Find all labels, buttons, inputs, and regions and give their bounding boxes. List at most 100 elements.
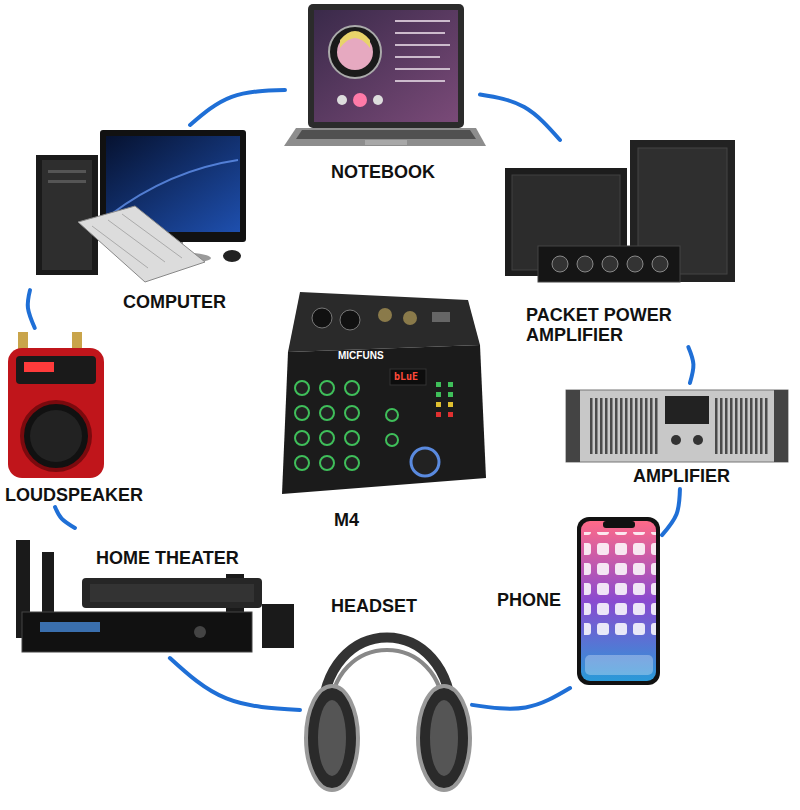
desktop-computer-illustration-part [223, 250, 241, 262]
mixer-illustration-part [295, 406, 309, 420]
loudspeaker-illustration-part [72, 332, 82, 350]
mixer-illustration-part [340, 310, 360, 330]
home-theater-illustration-part [262, 604, 294, 648]
phone-illustration-part [603, 521, 635, 528]
ring-connector [688, 347, 693, 383]
device-caption: HEADSET [330, 596, 418, 616]
desktop-computer-illustration-part [78, 206, 205, 282]
device-caption: AMPLIFIER [632, 466, 731, 486]
home-theater-illustration-part [82, 578, 262, 608]
ring-connector [480, 95, 560, 141]
speakers-and-amp-illustration-part [627, 256, 643, 272]
home-theater-illustration-part [194, 626, 206, 638]
mixer-illustration-part [386, 434, 398, 446]
device-node: LOUDSPEAKER [2, 328, 158, 507]
mixer-illustration-part [448, 382, 453, 387]
phone-illustration [577, 517, 660, 685]
laptop-illustration-part [395, 44, 450, 46]
device-print: bLuE [394, 371, 418, 382]
ring-connector [662, 489, 680, 535]
mixer-illustration-part [295, 381, 309, 395]
laptop-illustration-part [365, 140, 407, 145]
laptop-illustration-part [329, 26, 381, 78]
speakers-and-amp-illustration-part [652, 256, 668, 272]
rack-amplifier-illustration-part [566, 390, 580, 462]
home-theater-illustration-part [90, 584, 254, 602]
laptop-illustration-part [395, 68, 450, 70]
mixer-illustration-part [345, 381, 359, 395]
rack-amplifier-illustration-part [774, 390, 788, 462]
mixer-illustration-part [403, 311, 417, 325]
device-node: AMPLIFIER [560, 383, 792, 489]
mixer-illustration-part [320, 406, 334, 420]
desktop-computer-illustration-part [108, 220, 165, 262]
mixer-illustration-part [378, 308, 392, 322]
speakers-and-amp-illustration-part [552, 256, 568, 272]
rack-amplifier-illustration-part [714, 398, 770, 454]
laptop-illustration-part [296, 130, 476, 139]
laptop-illustration-part [395, 20, 450, 22]
loudspeaker-illustration-part [18, 332, 28, 350]
laptop-illustration-part [284, 128, 486, 146]
mixer-illustration-part [295, 456, 309, 470]
device-caption: PHONE [496, 590, 562, 610]
headset-illustration-part [418, 686, 470, 790]
home-theater-illustration-part [22, 612, 252, 652]
rack-amplifier-illustration-part [566, 390, 788, 462]
rack-amplifier-illustration-part [665, 396, 709, 424]
loudspeaker-illustration-part [8, 348, 104, 478]
mixer-illustration-part [432, 312, 450, 322]
mixer-illustration-part [320, 431, 334, 445]
desktop-computer-illustration [36, 130, 246, 282]
device-node: HOME THEATER [12, 528, 298, 658]
mixer-illustration-part [320, 381, 334, 395]
device-caption: HOME THEATER [95, 548, 240, 568]
phone-illustration-part [581, 521, 656, 681]
device-print: MICFUNS [338, 350, 384, 361]
headset-illustration-part [430, 700, 458, 776]
ring-connector [472, 688, 570, 709]
laptop-illustration [284, 4, 486, 146]
device-node: NOTEBOOK [285, 2, 480, 187]
speakers-and-amp-illustration [505, 140, 735, 282]
device-caption: NOTEBOOK [330, 162, 436, 182]
device-caption: M4 [333, 510, 360, 530]
laptop-illustration-part [340, 31, 370, 48]
desktop-computer-illustration-part [42, 160, 92, 270]
phone-illustration-part [577, 517, 660, 685]
laptop-illustration-part [314, 10, 458, 122]
mixer-illustration-part [386, 409, 398, 421]
rack-amplifier-illustration [566, 390, 788, 462]
mixer-illustration-part [295, 431, 309, 445]
device-node: PACKET POWER AMPLIFIER [498, 140, 742, 347]
home-theater-illustration [16, 540, 294, 652]
device-node: COMPUTER [30, 125, 270, 317]
speakers-and-amp-illustration-part [577, 256, 593, 272]
headset-illustration-part [306, 686, 358, 790]
loudspeaker-illustration-part [24, 362, 54, 372]
device-caption: COMPUTER [122, 292, 227, 312]
home-theater-illustration-part [40, 622, 100, 632]
loudspeaker-illustration-part [22, 402, 90, 470]
headset-illustration [306, 638, 470, 791]
device-caption: PACKET POWER AMPLIFIER [525, 305, 727, 345]
rack-amplifier-illustration-part [671, 435, 681, 445]
desktop-computer-illustration-part [110, 160, 238, 215]
mixer-illustration-part [436, 412, 441, 417]
mixer-illustration-part [448, 402, 453, 407]
ring-connector [190, 90, 285, 125]
ring-connector [28, 290, 35, 328]
mixer-illustration-part [345, 431, 359, 445]
desktop-computer-illustration-part [92, 226, 148, 268]
mixer-illustration-part [436, 402, 441, 407]
loudspeaker-illustration-part [16, 356, 96, 384]
speakers-and-amp-illustration-part [602, 256, 618, 272]
mixer-illustration-part [436, 382, 441, 387]
mixer-illustration-part [390, 369, 426, 385]
headset-illustration-part [318, 700, 346, 776]
rack-amplifier-illustration-part [693, 435, 703, 445]
